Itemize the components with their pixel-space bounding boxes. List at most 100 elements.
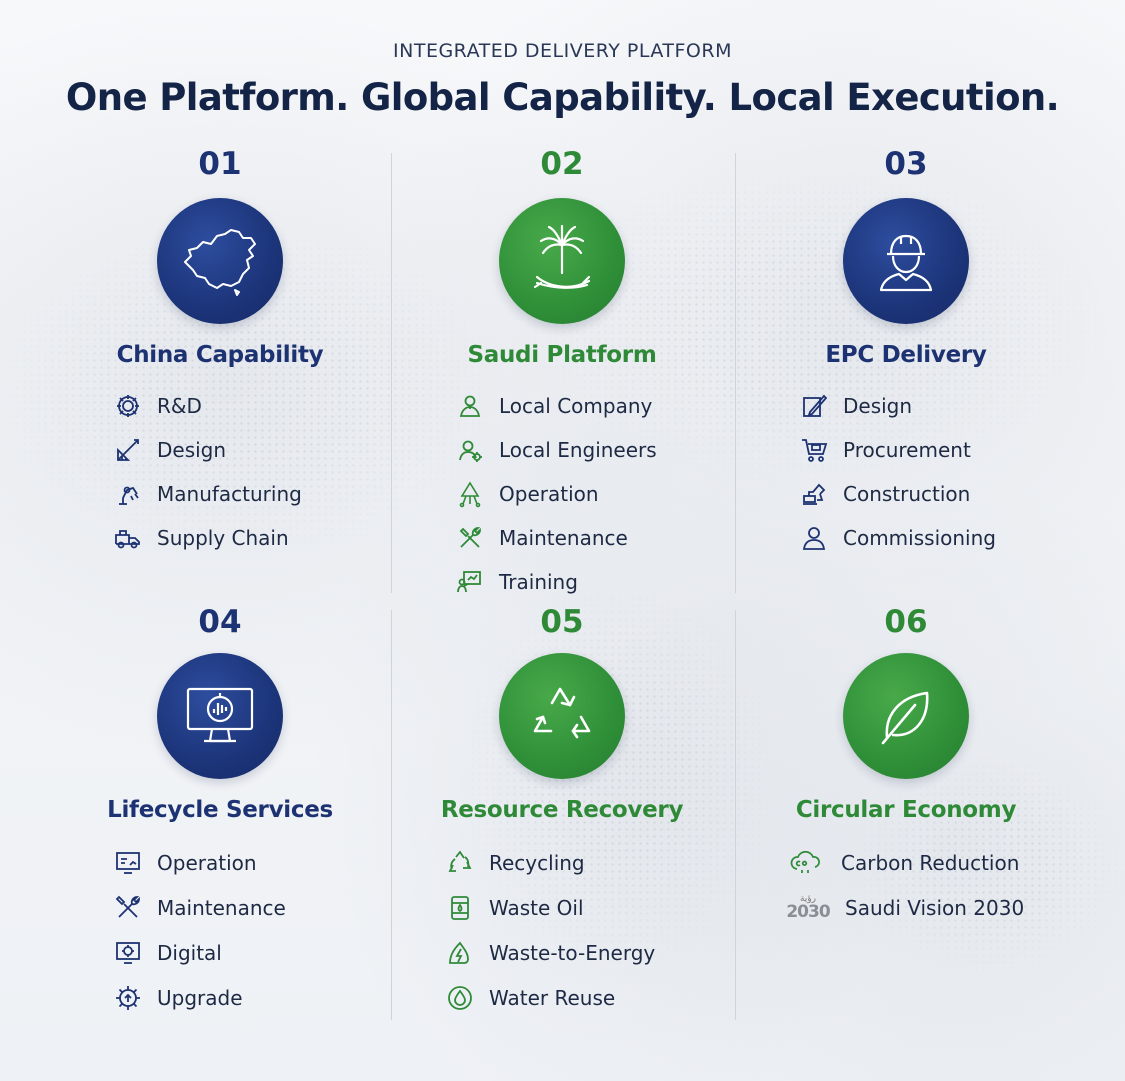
column-number: 06 (884, 604, 928, 640)
list-item: Digital (111, 930, 286, 975)
capability-list: R&D Design Manufacturing Supply Chain (111, 384, 302, 560)
list-item-label: Operation (499, 482, 599, 506)
oil-barrel-icon (443, 893, 477, 923)
capability-list: Operation Maintenance Digital Upgrade (111, 840, 286, 1020)
column-china-capability: 01 China Capability R&D Design Manufactu… (55, 0, 385, 600)
list-item-label: Local Engineers (499, 438, 657, 462)
page-title: One Platform. Global Capability. Local E… (65, 76, 1060, 119)
person-icon (797, 523, 831, 553)
list-item: R&D (111, 384, 302, 428)
list-item-label: Training (499, 570, 578, 594)
column-circular-economy: 06 Circular Economy Carbon Reduction رؤي… (741, 0, 1071, 1081)
list-item: Carbon Reduction (783, 840, 1024, 885)
list-item-label: Design (157, 438, 227, 462)
list-item: Design (111, 428, 302, 472)
list-item-label: Waste Oil (489, 895, 584, 920)
china-map-icon (157, 198, 283, 324)
column-lifecycle-services: 04 Lifecycle Services Operation Maintena… (55, 0, 385, 1081)
co2-cloud-icon (783, 848, 829, 878)
gear-upgrade-icon (111, 983, 145, 1013)
vision-2030-logo: رؤية 2030 (783, 893, 833, 923)
dashboard-icon (111, 848, 145, 878)
list-item: رؤية 2030 Saudi Vision 2030 (783, 885, 1024, 930)
hardhat-worker-icon (843, 198, 969, 324)
divider-top-left (391, 153, 392, 593)
list-item: Construction (797, 472, 996, 516)
list-item: Maintenance (453, 516, 657, 560)
list-item: Operation (111, 840, 286, 885)
column-title: Circular Economy (795, 797, 1017, 823)
divider-bottom-right (735, 610, 736, 1020)
cart-icon (797, 435, 831, 465)
list-item: Maintenance (111, 885, 286, 930)
tools-icon (453, 523, 487, 553)
list-item-label: R&D (157, 394, 202, 418)
list-item: Recycling (443, 840, 655, 885)
digital-icon (111, 938, 145, 968)
divider-bottom-left (391, 610, 392, 1020)
column-number: 05 (540, 604, 584, 640)
column-resource-recovery: 05 Resource Recovery Recycling Waste Oil… (397, 0, 727, 1081)
list-item-label: Manufacturing (157, 482, 302, 506)
list-item-label: Design (843, 394, 913, 418)
person-location-icon (453, 391, 487, 421)
list-item-label: Waste-to-Energy (489, 940, 656, 965)
list-item-label: Construction (843, 482, 971, 506)
recycle-icon (499, 653, 625, 779)
column-epc-delivery: 03 EPC Delivery Design Procurement Const… (741, 0, 1071, 600)
list-item: Local Engineers (453, 428, 657, 472)
robot-arm-icon (111, 479, 145, 509)
list-item: Training (453, 560, 657, 604)
list-item: Manufacturing (111, 472, 302, 516)
column-title: Resource Recovery (440, 797, 684, 823)
column-number: 01 (198, 146, 242, 182)
excavator-icon (797, 479, 831, 509)
list-item: Operation (453, 472, 657, 516)
list-item: Commissioning (797, 516, 996, 560)
vision-logo-arabic: رؤية (799, 893, 816, 904)
list-item-label: Recycling (489, 850, 585, 875)
list-item-label: Saudi Vision 2030 (845, 895, 1025, 920)
capability-list: Recycling Waste Oil Waste-to-Energy Wate… (443, 840, 655, 1020)
list-item-label: Carbon Reduction (841, 850, 1020, 875)
column-title: Saudi Platform (467, 342, 657, 368)
training-icon (453, 567, 487, 597)
list-item-label: Maintenance (157, 895, 286, 920)
water-drop-icon (443, 983, 477, 1013)
engineer-icon (453, 435, 487, 465)
recycle-small-icon (443, 848, 477, 878)
column-title: China Capability (116, 342, 324, 368)
palm-swords-icon (499, 198, 625, 324)
list-item: Design (797, 384, 996, 428)
monitor-icon (157, 653, 283, 779)
list-item: Waste-to-Energy (443, 930, 655, 975)
list-item: Supply Chain (111, 516, 302, 560)
list-item-label: Local Company (499, 394, 653, 418)
gear-icon (111, 391, 145, 421)
column-number: 03 (884, 146, 928, 182)
energy-icon (443, 938, 477, 968)
list-item-label: Operation (157, 850, 257, 875)
operation-icon (453, 479, 487, 509)
column-title: Lifecycle Services (107, 797, 333, 823)
capability-list: Design Procurement Construction Commissi… (797, 384, 996, 560)
list-item: Local Company (453, 384, 657, 428)
pencil-icon (797, 391, 831, 421)
column-saudi-platform: 02 Saudi Platform Local Company Local En… (397, 0, 727, 600)
list-item-label: Upgrade (157, 985, 243, 1010)
wrench-screwdriver-icon (111, 893, 145, 923)
list-item: Water Reuse (443, 975, 655, 1020)
list-item: Waste Oil (443, 885, 655, 930)
pencil-ruler-icon (111, 435, 145, 465)
vision-logo-year: 2030 (786, 901, 830, 922)
capability-list: Carbon Reduction رؤية 2030 Saudi Vision … (783, 840, 1024, 930)
capability-list: Local Company Local Engineers Operation … (453, 384, 657, 604)
list-item-label: Supply Chain (157, 526, 289, 550)
eyebrow-label: INTEGRATED DELIVERY PLATFORM (393, 40, 732, 62)
column-number: 04 (198, 604, 242, 640)
divider-top-right (735, 153, 736, 593)
list-item-label: Digital (157, 940, 222, 965)
list-item: Procurement (797, 428, 996, 472)
list-item: Upgrade (111, 975, 286, 1020)
column-title: EPC Delivery (825, 342, 987, 368)
